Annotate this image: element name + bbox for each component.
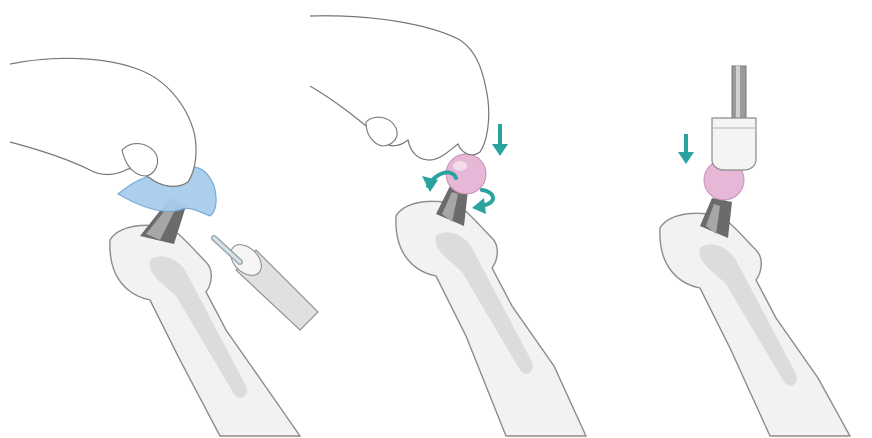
impactor-icon	[712, 66, 756, 170]
step-1-illustration	[0, 0, 320, 438]
hand-icon	[10, 58, 196, 186]
femur-bone	[660, 213, 850, 436]
step-3-illustration	[600, 0, 872, 438]
down-arrow-icon	[492, 124, 508, 156]
femur-bone	[396, 201, 586, 436]
step-1-panel	[0, 0, 320, 438]
hand-icon	[310, 16, 489, 160]
femur-bone	[110, 225, 300, 436]
step-3-panel	[600, 0, 872, 438]
step-2-panel	[300, 0, 600, 438]
down-arrow-icon	[678, 134, 694, 164]
step-2-illustration	[300, 0, 600, 438]
